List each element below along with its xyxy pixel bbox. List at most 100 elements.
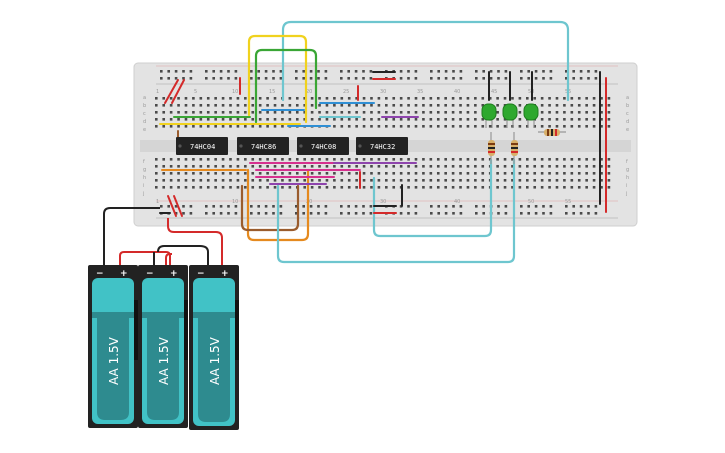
breadboard-hole[interactable] [399, 172, 403, 175]
breadboard-hole[interactable] [318, 172, 321, 175]
breadboard-hole[interactable] [212, 205, 215, 208]
breadboard-hole[interactable] [577, 172, 581, 175]
breadboard-hole[interactable] [347, 111, 351, 114]
breadboard-hole[interactable] [570, 165, 574, 168]
breadboard-hole[interactable] [474, 104, 477, 107]
breadboard-hole[interactable] [266, 158, 269, 161]
breadboard-hole[interactable] [399, 158, 403, 161]
breadboard-hole[interactable] [362, 186, 366, 189]
breadboard-hole[interactable] [369, 205, 373, 208]
breadboard-hole[interactable] [155, 104, 158, 107]
breadboard-hole[interactable] [369, 212, 373, 215]
breadboard-hole[interactable] [555, 179, 559, 182]
breadboard-hole[interactable] [174, 205, 178, 208]
breadboard-hole[interactable] [281, 186, 284, 189]
breadboard-hole[interactable] [317, 70, 320, 73]
breadboard-hole[interactable] [184, 186, 188, 189]
breadboard-hole[interactable] [174, 77, 178, 80]
breadboard-hole[interactable] [436, 104, 440, 107]
breadboard-hole[interactable] [214, 97, 217, 100]
breadboard-hole[interactable] [496, 118, 499, 121]
breadboard-hole[interactable] [563, 125, 566, 128]
breadboard-hole[interactable] [414, 118, 418, 121]
breadboard-hole[interactable] [250, 70, 253, 73]
breadboard-hole[interactable] [281, 179, 284, 182]
breadboard-hole[interactable] [369, 77, 373, 80]
breadboard-hole[interactable] [385, 111, 388, 114]
breadboard-hole[interactable] [444, 77, 448, 80]
breadboard-hole[interactable] [162, 118, 166, 121]
breadboard-hole[interactable] [206, 172, 210, 175]
breadboard-hole[interactable] [302, 70, 305, 73]
breadboard-hole[interactable] [533, 179, 537, 182]
breadboard-hole[interactable] [273, 104, 277, 107]
breadboard-hole[interactable] [340, 165, 344, 168]
breadboard-hole[interactable] [429, 111, 433, 114]
breadboard-hole[interactable] [592, 118, 596, 121]
breadboard-hole[interactable] [585, 179, 588, 182]
breadboard-hole[interactable] [340, 97, 344, 100]
breadboard-hole[interactable] [264, 205, 268, 208]
breadboard-hole[interactable] [570, 179, 574, 182]
breadboard-hole[interactable] [504, 205, 508, 208]
breadboard-hole[interactable] [436, 118, 440, 121]
breadboard-hole[interactable] [540, 104, 544, 107]
breadboard-hole[interactable] [548, 172, 551, 175]
breadboard-hole[interactable] [437, 212, 440, 215]
breadboard-hole[interactable] [236, 125, 240, 128]
breadboard-hole[interactable] [333, 158, 336, 161]
breadboard-hole[interactable] [229, 97, 232, 100]
breadboard-hole[interactable] [422, 118, 425, 121]
breadboard-hole[interactable] [565, 70, 568, 73]
breadboard-hole[interactable] [169, 158, 173, 161]
breadboard-hole[interactable] [369, 70, 373, 73]
breadboard-hole[interactable] [482, 77, 485, 80]
breadboard-hole[interactable] [451, 158, 455, 161]
breadboard-hole[interactable] [370, 172, 373, 175]
breadboard-hole[interactable] [585, 172, 588, 175]
breadboard-hole[interactable] [594, 77, 598, 80]
breadboard-hole[interactable] [436, 125, 440, 128]
breadboard-hole[interactable] [592, 158, 596, 161]
breadboard-hole[interactable] [466, 125, 470, 128]
breadboard-hole[interactable] [585, 125, 588, 128]
breadboard-hole[interactable] [333, 125, 336, 128]
breadboard-hole[interactable] [422, 172, 425, 175]
breadboard-hole[interactable] [266, 165, 269, 168]
breadboard-hole[interactable] [430, 212, 433, 215]
breadboard-hole[interactable] [257, 205, 260, 208]
breadboard-hole[interactable] [244, 111, 247, 114]
breadboard-hole[interactable] [324, 70, 328, 73]
breadboard-hole[interactable] [377, 104, 381, 107]
breadboard-hole[interactable] [542, 70, 545, 73]
breadboard-hole[interactable] [212, 212, 215, 215]
breadboard-hole[interactable] [370, 118, 373, 121]
breadboard-hole[interactable] [310, 118, 314, 121]
breadboard-hole[interactable] [236, 172, 240, 175]
breadboard-hole[interactable] [177, 158, 180, 161]
led-green-3[interactable] [523, 103, 539, 128]
breadboard-hole[interactable] [377, 97, 381, 100]
breadboard-hole[interactable] [189, 205, 193, 208]
breadboard-hole[interactable] [234, 212, 238, 215]
breadboard-hole[interactable] [169, 111, 173, 114]
breadboard-hole[interactable] [214, 165, 217, 168]
breadboard-hole[interactable] [503, 158, 507, 161]
breadboard-hole[interactable] [340, 186, 344, 189]
breadboard-hole[interactable] [451, 172, 455, 175]
breadboard-hole[interactable] [355, 111, 358, 114]
breadboard-hole[interactable] [184, 158, 188, 161]
breadboard-hole[interactable] [444, 118, 447, 121]
breadboard-hole[interactable] [184, 165, 188, 168]
breadboard-hole[interactable] [214, 104, 217, 107]
breadboard-hole[interactable] [340, 205, 343, 208]
breadboard-hole[interactable] [288, 179, 292, 182]
breadboard-hole[interactable] [579, 212, 583, 215]
breadboard-hole[interactable] [362, 165, 366, 168]
breadboard-hole[interactable] [340, 118, 344, 121]
breadboard-hole[interactable] [577, 186, 581, 189]
breadboard-hole[interactable] [354, 212, 358, 215]
breadboard-hole[interactable] [160, 70, 163, 73]
breadboard-hole[interactable] [347, 77, 350, 80]
breadboard-hole[interactable] [266, 186, 269, 189]
